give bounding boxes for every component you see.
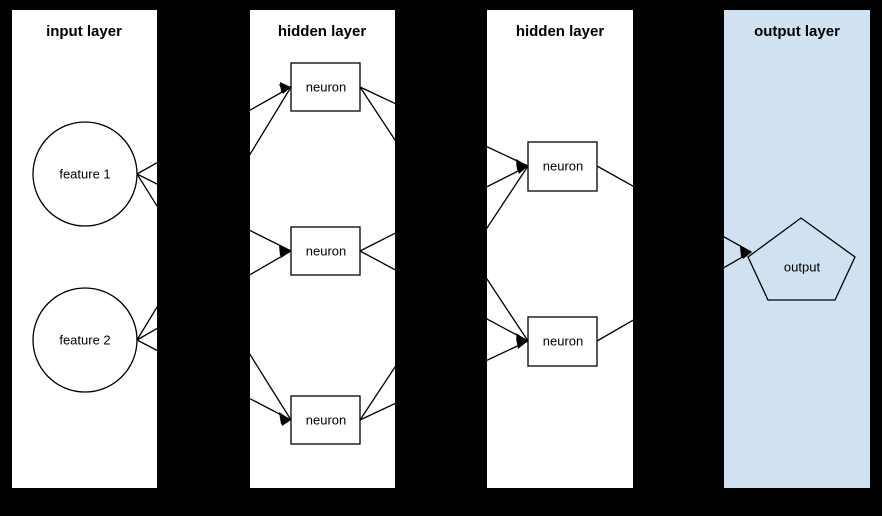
node-h2-neuron-1[interactable]: [527, 141, 598, 192]
node-group-hidden-layer-1: neuron neuron neuron: [290, 62, 361, 445]
panel-titles: input layer hidden layer hidden layer ou…: [46, 23, 840, 40]
panel-hidden-layer-2-bg: [487, 10, 633, 488]
edge-in-h2-neuron-2-c: [487, 340, 529, 361]
edge-in-h1-neuron-3-a: [250, 353, 292, 421]
edge-h1-neuron-1-to-h2-neuron-1: [359, 86, 395, 105]
node-h1-neuron-3-label: neuron: [306, 412, 346, 427]
node-feature-2[interactable]: [32, 287, 138, 393]
edge-h1-neuron-3-to-h2-neuron-1: [359, 365, 395, 421]
node-h1-neuron-1-label: neuron: [306, 79, 346, 94]
edge-in-h2-neuron-1-c: [487, 165, 529, 230]
edge-in-h2-neuron-2-b: [487, 318, 529, 342]
edge-in-h1-neuron-2-a: [250, 229, 292, 252]
edge-h2-neuron-1-to-output: [596, 165, 633, 187]
panel-title-input-layer: input layer: [46, 23, 122, 40]
edge-in-h1-neuron-2-b: [250, 250, 292, 276]
edge-h1-neuron-3-to-h2-neuron-2: [359, 402, 395, 421]
node-h1-neuron-2[interactable]: [290, 226, 361, 276]
node-output[interactable]: [747, 217, 856, 301]
edge-in-output-a: [724, 236, 752, 253]
edge-h1-neuron-2-to-h2-neuron-2: [359, 250, 395, 271]
node-output-label: output: [784, 259, 821, 274]
arrowhead-output-b: [740, 249, 752, 259]
panel-title-hidden-layer-1: hidden layer: [278, 23, 367, 40]
arrowhead-h1-neuron-1-b: [279, 84, 291, 94]
node-feature-1-label: feature 1: [59, 166, 110, 181]
node-feature-1[interactable]: [32, 121, 138, 227]
edge-group-hidden2-incoming-outgoing: [487, 146, 633, 361]
panel-input-layer-bg: [12, 10, 157, 488]
edge-in-h2-neuron-1-b: [487, 165, 529, 188]
edge-in-h2-neuron-1-a: [487, 146, 529, 167]
panel-title-output-layer: output layer: [754, 23, 840, 40]
edge-in-h1-neuron-1-b: [250, 86, 292, 156]
node-group-hidden-layer-2: neuron neuron: [527, 141, 598, 367]
node-h1-neuron-1[interactable]: [290, 62, 361, 112]
node-group-input-layer: feature 1 feature 2: [32, 121, 138, 393]
node-h2-neuron-2[interactable]: [527, 316, 598, 367]
arrowhead-h2-neuron-2-c: [517, 336, 528, 347]
edge-in-output-b: [724, 251, 752, 269]
node-h2-neuron-2-label: neuron: [543, 333, 583, 348]
node-feature-2-label: feature 2: [59, 332, 110, 347]
node-group-output-layer: output: [747, 217, 856, 301]
edge-h1-neuron-2-to-h2-neuron-1: [359, 232, 395, 252]
node-h1-neuron-3[interactable]: [290, 395, 361, 445]
edge-in-h1-neuron-1-a: [250, 86, 292, 111]
arrowhead-h1-neuron-3-b: [280, 416, 291, 426]
arrowhead-h2-neuron-1-c: [517, 162, 528, 172]
arrowhead-h1-neuron-2-b: [280, 247, 291, 258]
arrowheads: [279, 82, 752, 426]
edge-in-h1-neuron-3-b: [250, 397, 292, 421]
node-h1-neuron-2-label: neuron: [306, 243, 346, 258]
edge-h1-neuron-1-to-h2-neuron-2: [359, 86, 395, 142]
edge-group-hidden1-incoming-outgoing: [250, 86, 395, 421]
node-h2-neuron-1-label: neuron: [543, 158, 583, 173]
panel-title-hidden-layer-2: hidden layer: [516, 23, 605, 40]
edge-in-h2-neuron-2-a: [487, 277, 529, 342]
edge-h2-neuron-2-to-output: [596, 319, 633, 342]
edge-group-output-incoming: [724, 236, 752, 269]
